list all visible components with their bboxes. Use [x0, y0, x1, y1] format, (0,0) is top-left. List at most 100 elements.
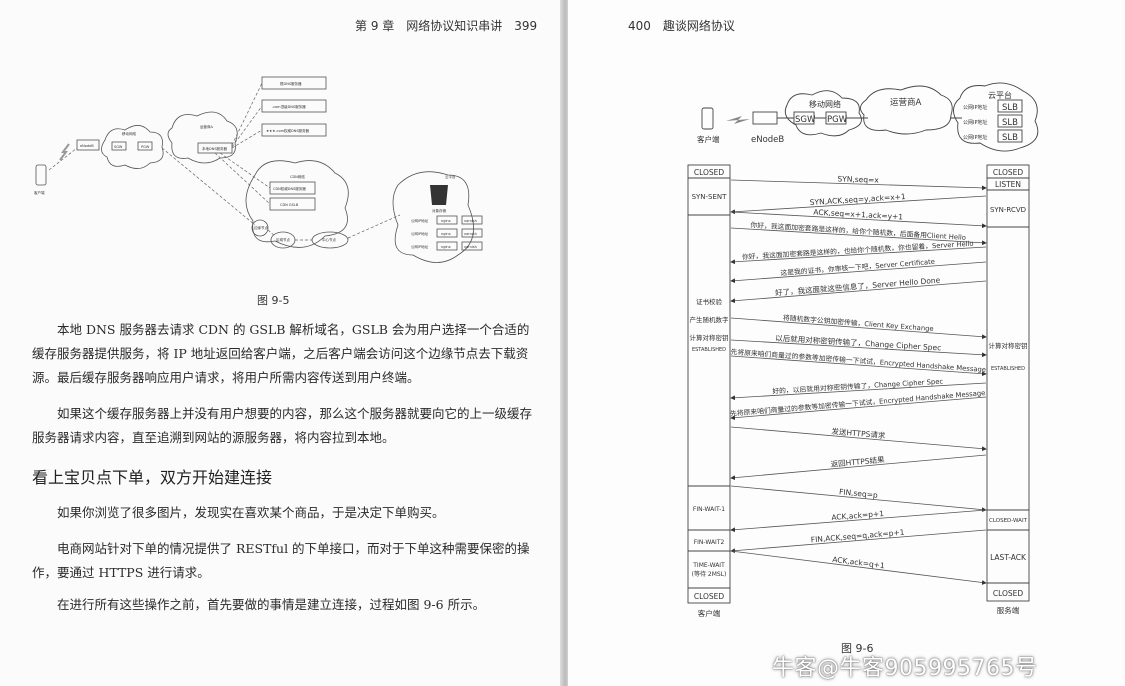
- section-title: 看上宝贝点下单，双方开始建连接: [32, 468, 273, 487]
- message-arrow: ACK,seq=x+1,ack=y+1: [730, 208, 987, 229]
- figure-caption: 图 9-6: [841, 642, 874, 655]
- book-spine: [560, 0, 570, 686]
- message-label: 以后就用对称密钥传输了，Change Cipher Spec: [775, 333, 942, 353]
- client-state-label: TIME-WAIT: [692, 562, 725, 569]
- server-state-label: CLOSED-WAIT: [989, 518, 1028, 524]
- arrow-line: [730, 280, 987, 304]
- diagram-label: 移动网络: [809, 99, 841, 109]
- diagram-shape: [231, 82, 263, 146]
- diagram-label: PGW: [827, 115, 848, 125]
- diagram-label: 边缘节点: [254, 225, 268, 230]
- diagram-shape: [76, 139, 100, 151]
- arrow-line: [730, 339, 987, 358]
- client-state-label: CLOSED: [694, 168, 725, 177]
- diagram-label: CDN权威DNS服务器: [273, 186, 306, 191]
- arrow-line: [730, 261, 987, 284]
- message-label: 先将原来咱们商量过的参数等加密传输一下试试，Encrypted Handshak…: [730, 388, 986, 418]
- diagram-label: eNodeB: [751, 135, 784, 145]
- diagram-label: 公网IP地址: [963, 119, 988, 126]
- diagram-shape: SYN,seq=xSYN,ACK,seq=y,ack=x+1ACK,seq=x+…: [730, 174, 987, 585]
- paragraph: 本地 DNS 服务器去请求 CDN 的 GSLB 解析域名，GSLB 会为用户选…: [32, 322, 530, 385]
- client-state-label: FIN-WAIT2: [694, 539, 725, 546]
- message-arrow: 发送HTTPS请求: [730, 426, 987, 452]
- message-label: 先将原来咱们商量过的参数等加密传输一下试试，Encrypted Handshak…: [730, 347, 986, 374]
- diagram-label: 公网IP地址: [411, 231, 429, 236]
- message-label: 这是我的证书，你审核一下吧，Server Certificate: [780, 257, 935, 277]
- diagram-label: SLB: [1002, 103, 1018, 113]
- cloud-shape: [392, 171, 475, 263]
- arrow-line: [730, 426, 987, 452]
- client-state-box: [687, 587, 731, 604]
- message-label: 好了，我这面就这些信息了，Server Hello Done: [775, 275, 941, 298]
- diagram-shape: [701, 82, 1039, 152]
- client-lane-label: 客户端: [698, 608, 721, 618]
- cloud-shape: [784, 90, 862, 137]
- diagram-label: 中心节点: [322, 237, 336, 242]
- diagram-label: CDN网络: [290, 174, 305, 179]
- diagram-label: varnish: [464, 219, 477, 223]
- server-state-label: ESTABLISHED: [991, 366, 1025, 372]
- diagram-label: 云平台: [445, 174, 456, 179]
- message-label: FIN,seq=p: [839, 487, 879, 500]
- left-page: 第 9 章 网络协议知识串讲 399 客户端 eNodeB: [0, 0, 562, 686]
- diagram-label: SGW: [114, 145, 123, 149]
- diagram-shape: [436, 228, 458, 238]
- message-arrow: FIN,ACK,seq=q,ack=p+1: [730, 528, 987, 554]
- diagram-shape: [461, 215, 483, 225]
- diagram-label: varnish: [464, 232, 477, 236]
- server-lane-label: 服务端: [997, 605, 1020, 615]
- server-state-label: LAST-ACK: [990, 553, 1027, 562]
- message-arrow: SYN,ACK,seq=y,ack=x+1: [730, 192, 987, 215]
- message-label: 发送HTTPS请求: [831, 426, 886, 441]
- diagram-label: CDN GSLB: [280, 203, 299, 207]
- server-state-label: LISTEN: [995, 180, 1021, 189]
- diagram-shape: [35, 76, 483, 263]
- diagram-shape: [997, 129, 1023, 143]
- diagram-label: ★★★.com权威DNS服务器: [266, 128, 310, 133]
- diagram-label: 根DNS服务器: [280, 81, 302, 86]
- server-state-box: [986, 582, 1030, 602]
- message-arrow: FIN,seq=p: [730, 485, 987, 513]
- message-label: ACK,ack=p+1: [831, 509, 884, 522]
- cloud-shape: [860, 85, 953, 135]
- message-label: ACK,ack=q+1: [832, 555, 886, 571]
- diagram-label: .com顶级DNS服务器: [272, 104, 306, 109]
- arrow-line: [730, 509, 987, 533]
- phone-icon: [35, 164, 47, 186]
- diagram-label: SLB: [1002, 118, 1018, 128]
- diagram-label: nginx: [441, 232, 451, 236]
- diagram-shape: [267, 229, 276, 237]
- message-arrow: 将随机数字公钥加密传输，Client Key Exchange: [730, 313, 987, 340]
- diagram-label: 移动网络: [122, 131, 136, 136]
- diagram-shape: [436, 241, 458, 251]
- arrow-line: [730, 211, 987, 229]
- arrow-line: [730, 454, 987, 481]
- diagram-label: eNodeB: [80, 144, 94, 148]
- cloud-shape: [167, 111, 238, 164]
- arrow-line: [730, 246, 987, 265]
- arrow-line: [730, 355, 987, 377]
- figure-9-5-diagram: 客户端 eNodeB 移动网络 SGW PGW 运营商A 本地DNS服务器 根D…: [34, 76, 483, 263]
- client-state-label: (等待 2MSL): [692, 570, 727, 578]
- diagram-shape: [137, 141, 153, 151]
- arrow-line: [730, 227, 987, 246]
- client-state-label: 证书校验: [696, 297, 723, 306]
- diagram-shape: [48, 82, 401, 241]
- message-arrow: 返回HTTPS结果: [730, 454, 987, 481]
- message-arrow: 先将原来咱们商量过的参数等加密传输一下试试，Encrypted Handshak…: [730, 347, 987, 377]
- message-label: 返回HTTPS结果: [830, 454, 885, 469]
- diagram-shape: CLOSEDSYN-SENT证书校验产生随机数字计算对称密钥ESTABLISHE…: [690, 168, 1028, 618]
- message-label: 将随机数字公钥加密传输，Client Key Exchange: [783, 313, 934, 333]
- arrow-line: [730, 396, 987, 421]
- wireless-icon: [59, 143, 70, 161]
- diagram-shape: [997, 99, 1023, 113]
- diagram-label: 对象存储: [432, 208, 446, 213]
- paragraph: 电商网站针对下单的情况提供了 RESTful 的下单接口，而对于下单这种需要保密…: [32, 541, 530, 580]
- diagram-label: 区域节点: [276, 237, 290, 242]
- diagram-shape: [347, 214, 401, 239]
- page-header: 400 趣谈网络协议: [628, 19, 735, 33]
- message-label: 好的，以后就用对称密钥传输了，Change Cipher Spec: [772, 376, 944, 395]
- client-state-box: [687, 550, 731, 589]
- client-state-label: 产生随机数字: [690, 315, 730, 324]
